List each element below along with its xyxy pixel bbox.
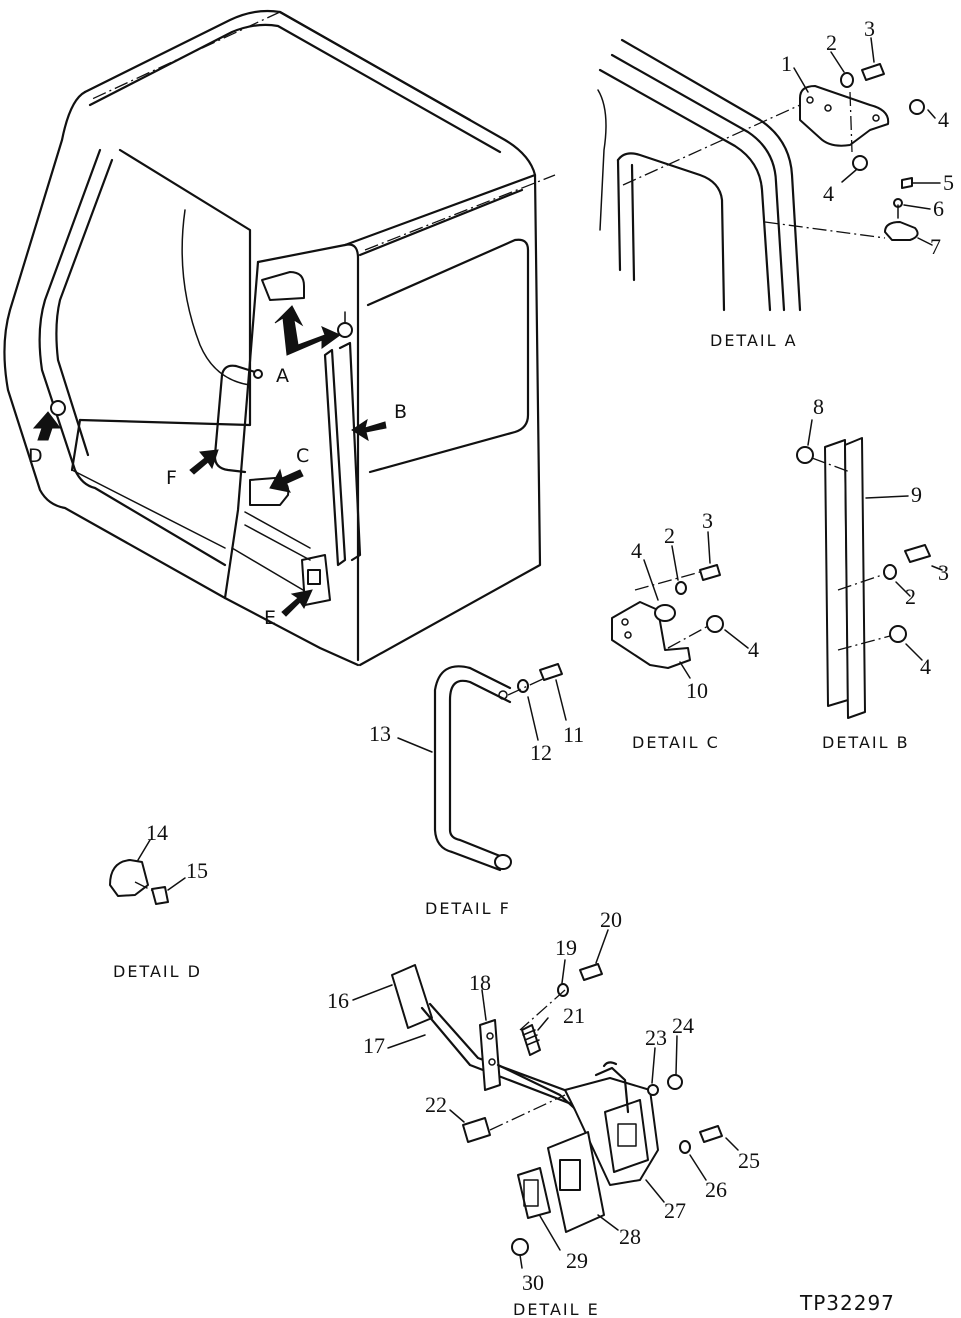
detail-a	[597, 37, 941, 312]
callout-4: 4	[823, 181, 834, 206]
view-letter-b: B	[394, 401, 407, 423]
callout-10: 10	[686, 678, 708, 703]
callout-7: 7	[930, 234, 941, 259]
callout-3: 3	[864, 16, 875, 41]
callout-13: 13	[369, 721, 391, 746]
part-7-stopper	[884, 221, 919, 241]
part-18-lever	[479, 1019, 501, 1091]
view-letter-c: C	[296, 445, 309, 467]
part-4-nut-c	[654, 604, 676, 622]
view-letter-d: D	[28, 445, 43, 467]
detail-d	[109, 839, 186, 905]
callout-4: 4	[631, 538, 642, 563]
callout-17: 17	[363, 1033, 385, 1058]
cab-main-view	[3, 9, 556, 667]
callout-22: 22	[425, 1092, 447, 1117]
callout-6: 6	[933, 196, 944, 221]
part-16-grip	[391, 964, 433, 1029]
callout-29: 29	[566, 1248, 588, 1273]
part-21-spring	[521, 1024, 541, 1056]
detail-f-caption: DETAIL F	[425, 899, 511, 918]
callout-8: 8	[813, 394, 824, 419]
detail-f	[397, 663, 567, 872]
callout-28: 28	[619, 1224, 641, 1249]
callout-2: 2	[664, 523, 675, 548]
arrow-a	[274, 305, 341, 356]
part-4-nut	[909, 99, 925, 115]
part-2-washer	[840, 72, 854, 88]
callout-21: 21	[563, 1003, 585, 1028]
part-30-cap	[511, 1238, 529, 1256]
callout-4: 4	[920, 654, 931, 679]
callout-26: 26	[705, 1177, 727, 1202]
callout-16: 16	[327, 988, 349, 1013]
callout-15: 15	[186, 858, 208, 883]
callout-11: 11	[563, 722, 584, 747]
callout-2: 2	[905, 584, 916, 609]
callout-25: 25	[738, 1148, 760, 1173]
callout-4: 4	[938, 107, 949, 132]
callout-27: 27	[664, 1198, 686, 1223]
part-15-bolt	[151, 886, 169, 905]
part-number-callouts: 1 2 3 4 4 5 6 7 8 9 3 2 4 4 2 3 4 10 11 …	[146, 16, 954, 1295]
view-letter-a: A	[276, 365, 289, 387]
callout-18: 18	[469, 970, 491, 995]
part-3-bolt	[861, 63, 885, 81]
detail-e	[352, 929, 739, 1269]
detail-c	[611, 531, 749, 679]
view-arrows	[32, 305, 387, 617]
part-22-bolt	[462, 1117, 491, 1143]
callout-23: 23	[645, 1025, 667, 1050]
callout-19: 19	[555, 935, 577, 960]
callout-3: 3	[938, 560, 949, 585]
view-letter-e: E	[264, 607, 276, 629]
callout-9: 9	[911, 482, 922, 507]
callout-5: 5	[943, 170, 954, 195]
detail-d-caption: DETAIL D	[113, 962, 202, 981]
callout-12: 12	[530, 740, 552, 765]
callout-30: 30	[522, 1270, 544, 1295]
detail-b-caption: DETAIL B	[822, 733, 910, 752]
callout-24: 24	[672, 1013, 694, 1038]
arrow-c	[269, 468, 304, 493]
part-8-nut	[796, 446, 814, 464]
detail-c-caption: DETAIL C	[632, 733, 720, 752]
drawing-code: TP32297	[799, 1291, 895, 1315]
arrow-e	[281, 589, 313, 617]
detail-e-caption: DETAIL E	[513, 1300, 600, 1318]
callout-20: 20	[600, 907, 622, 932]
arrow-d	[32, 411, 61, 441]
arrow-f	[189, 449, 219, 475]
callout-3: 3	[702, 508, 713, 533]
callout-1: 1	[781, 51, 792, 76]
view-letter-f: F	[166, 467, 177, 489]
part-14-stopper	[109, 859, 149, 897]
callout-4: 4	[748, 637, 759, 662]
callout-14: 14	[146, 820, 168, 845]
part-29-gasket	[517, 1167, 551, 1219]
detail-a-caption: DETAIL A	[710, 331, 798, 350]
part-5-bolt	[901, 177, 913, 189]
callout-2: 2	[826, 30, 837, 55]
part-10-bracket	[611, 601, 691, 669]
arrow-b	[351, 418, 387, 442]
detail-b	[796, 419, 943, 719]
